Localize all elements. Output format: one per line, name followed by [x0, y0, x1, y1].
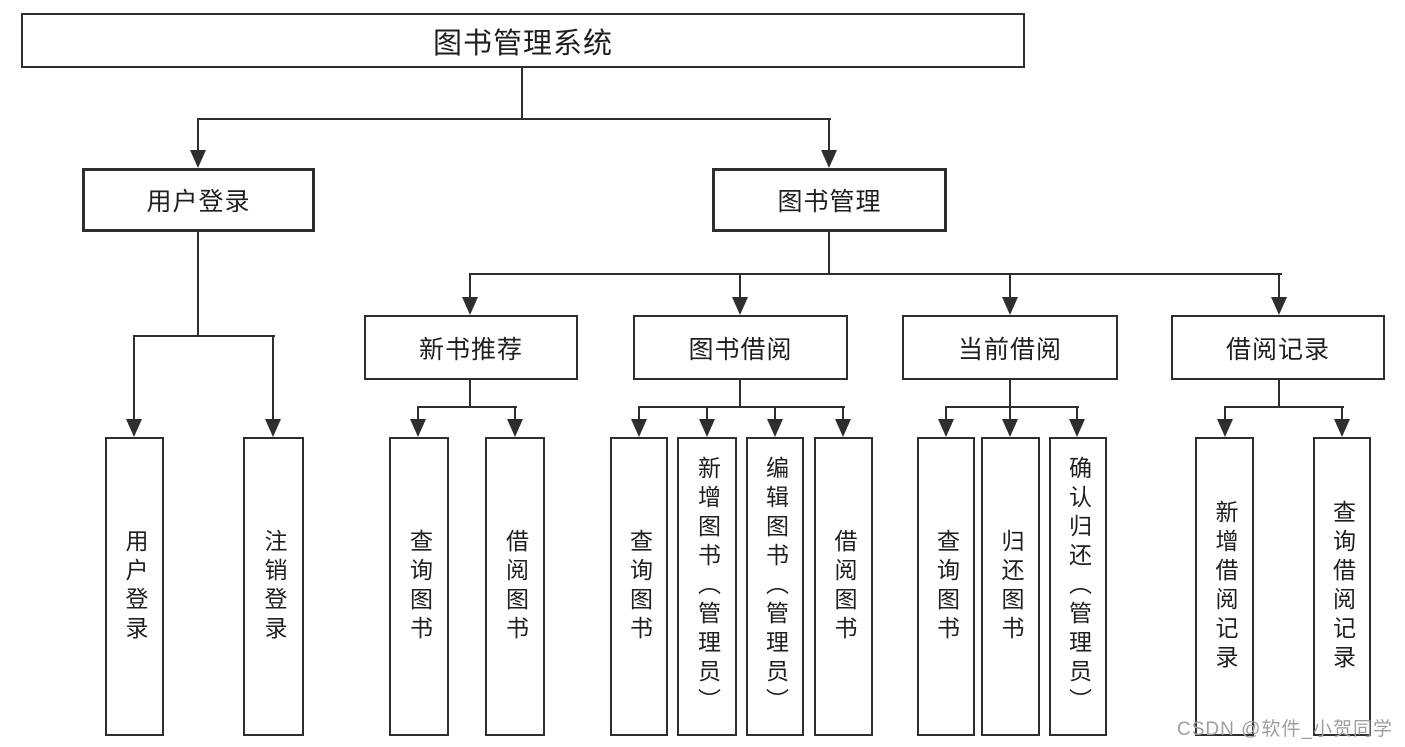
- leaf-label: 借阅图书: [502, 528, 529, 645]
- node-label: 借阅记录: [1225, 335, 1330, 364]
- connector-line: [739, 273, 741, 301]
- node-label: 用户登录: [146, 188, 251, 216]
- connector-line: [1009, 380, 1011, 408]
- leaf-return-books: 归还图书: [981, 437, 1040, 736]
- node-book-borrowing: 图书借阅: [633, 315, 848, 380]
- arrowhead-down-icon: [1002, 297, 1018, 315]
- node-user-login: 用户登录: [82, 168, 315, 232]
- node-library-management-system: 图书管理系统: [21, 13, 1025, 68]
- connector-line: [1009, 273, 1011, 301]
- node-label: 图书管理: [777, 188, 882, 216]
- node-label: 图书管理系统: [432, 27, 613, 60]
- arrowhead-down-icon: [631, 419, 647, 437]
- connector-line: [842, 406, 844, 422]
- connector-line: [1076, 406, 1078, 422]
- arrowhead-down-icon: [507, 419, 523, 437]
- connector-line: [197, 118, 199, 154]
- connector-line: [469, 380, 471, 408]
- connector-line: [197, 118, 831, 120]
- node-book-management: 图书管理: [712, 168, 947, 232]
- leaf-query-books-borrowing: 查询图书: [610, 437, 668, 736]
- connector-line: [739, 380, 741, 408]
- leaf-edit-books-admin: 编辑图书（管理员）: [746, 437, 804, 736]
- arrowhead-down-icon: [835, 419, 851, 437]
- arrowhead-down-icon: [265, 419, 281, 437]
- leaf-confirm-return-admin: 确认归还（管理员）: [1049, 437, 1107, 736]
- node-current-borrowing: 当前借阅: [902, 315, 1118, 380]
- leaf-label: 确认归还（管理员）: [1065, 456, 1092, 717]
- connector-line: [133, 335, 275, 337]
- leaf-logout: 注销登录: [243, 437, 304, 736]
- arrowhead-down-icon: [1069, 419, 1085, 437]
- connector-line: [1278, 380, 1280, 408]
- connector-line: [272, 335, 274, 422]
- arrowhead-down-icon: [938, 419, 954, 437]
- leaf-borrow-books-borrowing: 借阅图书: [814, 437, 873, 736]
- leaf-query-books-recommend: 查询图书: [389, 437, 449, 736]
- connector-line: [469, 273, 1282, 275]
- leaf-label: 注销登录: [261, 528, 287, 645]
- leaf-label: 查询借阅记录: [1329, 499, 1356, 674]
- node-label: 图书借阅: [688, 335, 793, 364]
- connector-line: [1278, 273, 1280, 301]
- arrowhead-down-icon: [126, 419, 142, 437]
- connector-line: [828, 232, 830, 275]
- connector-line: [417, 406, 419, 422]
- arrowhead-down-icon: [732, 297, 748, 315]
- csdn-watermark: CSDN @软件_小贺同学: [1177, 719, 1393, 740]
- connector-line: [945, 406, 1079, 408]
- arrowhead-down-icon: [699, 419, 715, 437]
- arrowhead-down-icon: [1002, 419, 1018, 437]
- leaf-add-borrow-record: 新增借阅记录: [1195, 437, 1254, 736]
- leaf-user-login: 用户登录: [105, 437, 164, 736]
- connector-line: [706, 406, 708, 422]
- leaf-label: 归还图书: [998, 528, 1024, 645]
- connector-line: [638, 406, 845, 408]
- node-label: 新书推荐: [418, 335, 523, 364]
- leaf-label: 用户登录: [122, 528, 148, 645]
- connector-line: [521, 68, 523, 120]
- connector-line: [417, 406, 517, 408]
- leaf-label: 查询图书: [933, 528, 960, 645]
- connector-line: [469, 273, 471, 301]
- arrowhead-down-icon: [1334, 419, 1350, 437]
- leaf-add-books-admin: 新增图书（管理员）: [677, 437, 737, 736]
- arrowhead-down-icon: [821, 150, 837, 168]
- leaf-label: 查询图书: [406, 528, 433, 645]
- leaf-label: 新增借阅记录: [1212, 499, 1238, 674]
- arrowhead-down-icon: [410, 419, 426, 437]
- node-label: 当前借阅: [957, 335, 1062, 364]
- node-borrowing-records: 借阅记录: [1171, 315, 1385, 380]
- leaf-label: 新增图书（管理员）: [694, 456, 721, 717]
- connector-line: [1341, 406, 1343, 422]
- connector-line: [514, 406, 516, 422]
- connector-line: [1009, 406, 1011, 422]
- connector-line: [638, 406, 640, 422]
- arrowhead-down-icon: [1271, 297, 1287, 315]
- connector-line: [1224, 406, 1344, 408]
- leaf-label: 查询图书: [626, 528, 653, 645]
- connector-line: [133, 335, 135, 422]
- connector-line: [197, 232, 199, 337]
- leaf-label: 借阅图书: [831, 528, 857, 645]
- connector-line: [1224, 406, 1226, 422]
- leaf-query-books-current: 查询图书: [917, 437, 975, 736]
- node-new-book-recommend: 新书推荐: [364, 315, 578, 380]
- leaf-label: 编辑图书（管理员）: [762, 456, 789, 717]
- arrowhead-down-icon: [1217, 419, 1233, 437]
- arrowhead-down-icon: [462, 297, 478, 315]
- connector-line: [774, 406, 776, 422]
- arrowhead-down-icon: [190, 150, 206, 168]
- connector-line: [945, 406, 947, 422]
- leaf-borrow-books-recommend: 借阅图书: [485, 437, 545, 736]
- connector-line: [828, 118, 830, 154]
- arrowhead-down-icon: [767, 419, 783, 437]
- leaf-query-borrow-record: 查询借阅记录: [1313, 437, 1371, 736]
